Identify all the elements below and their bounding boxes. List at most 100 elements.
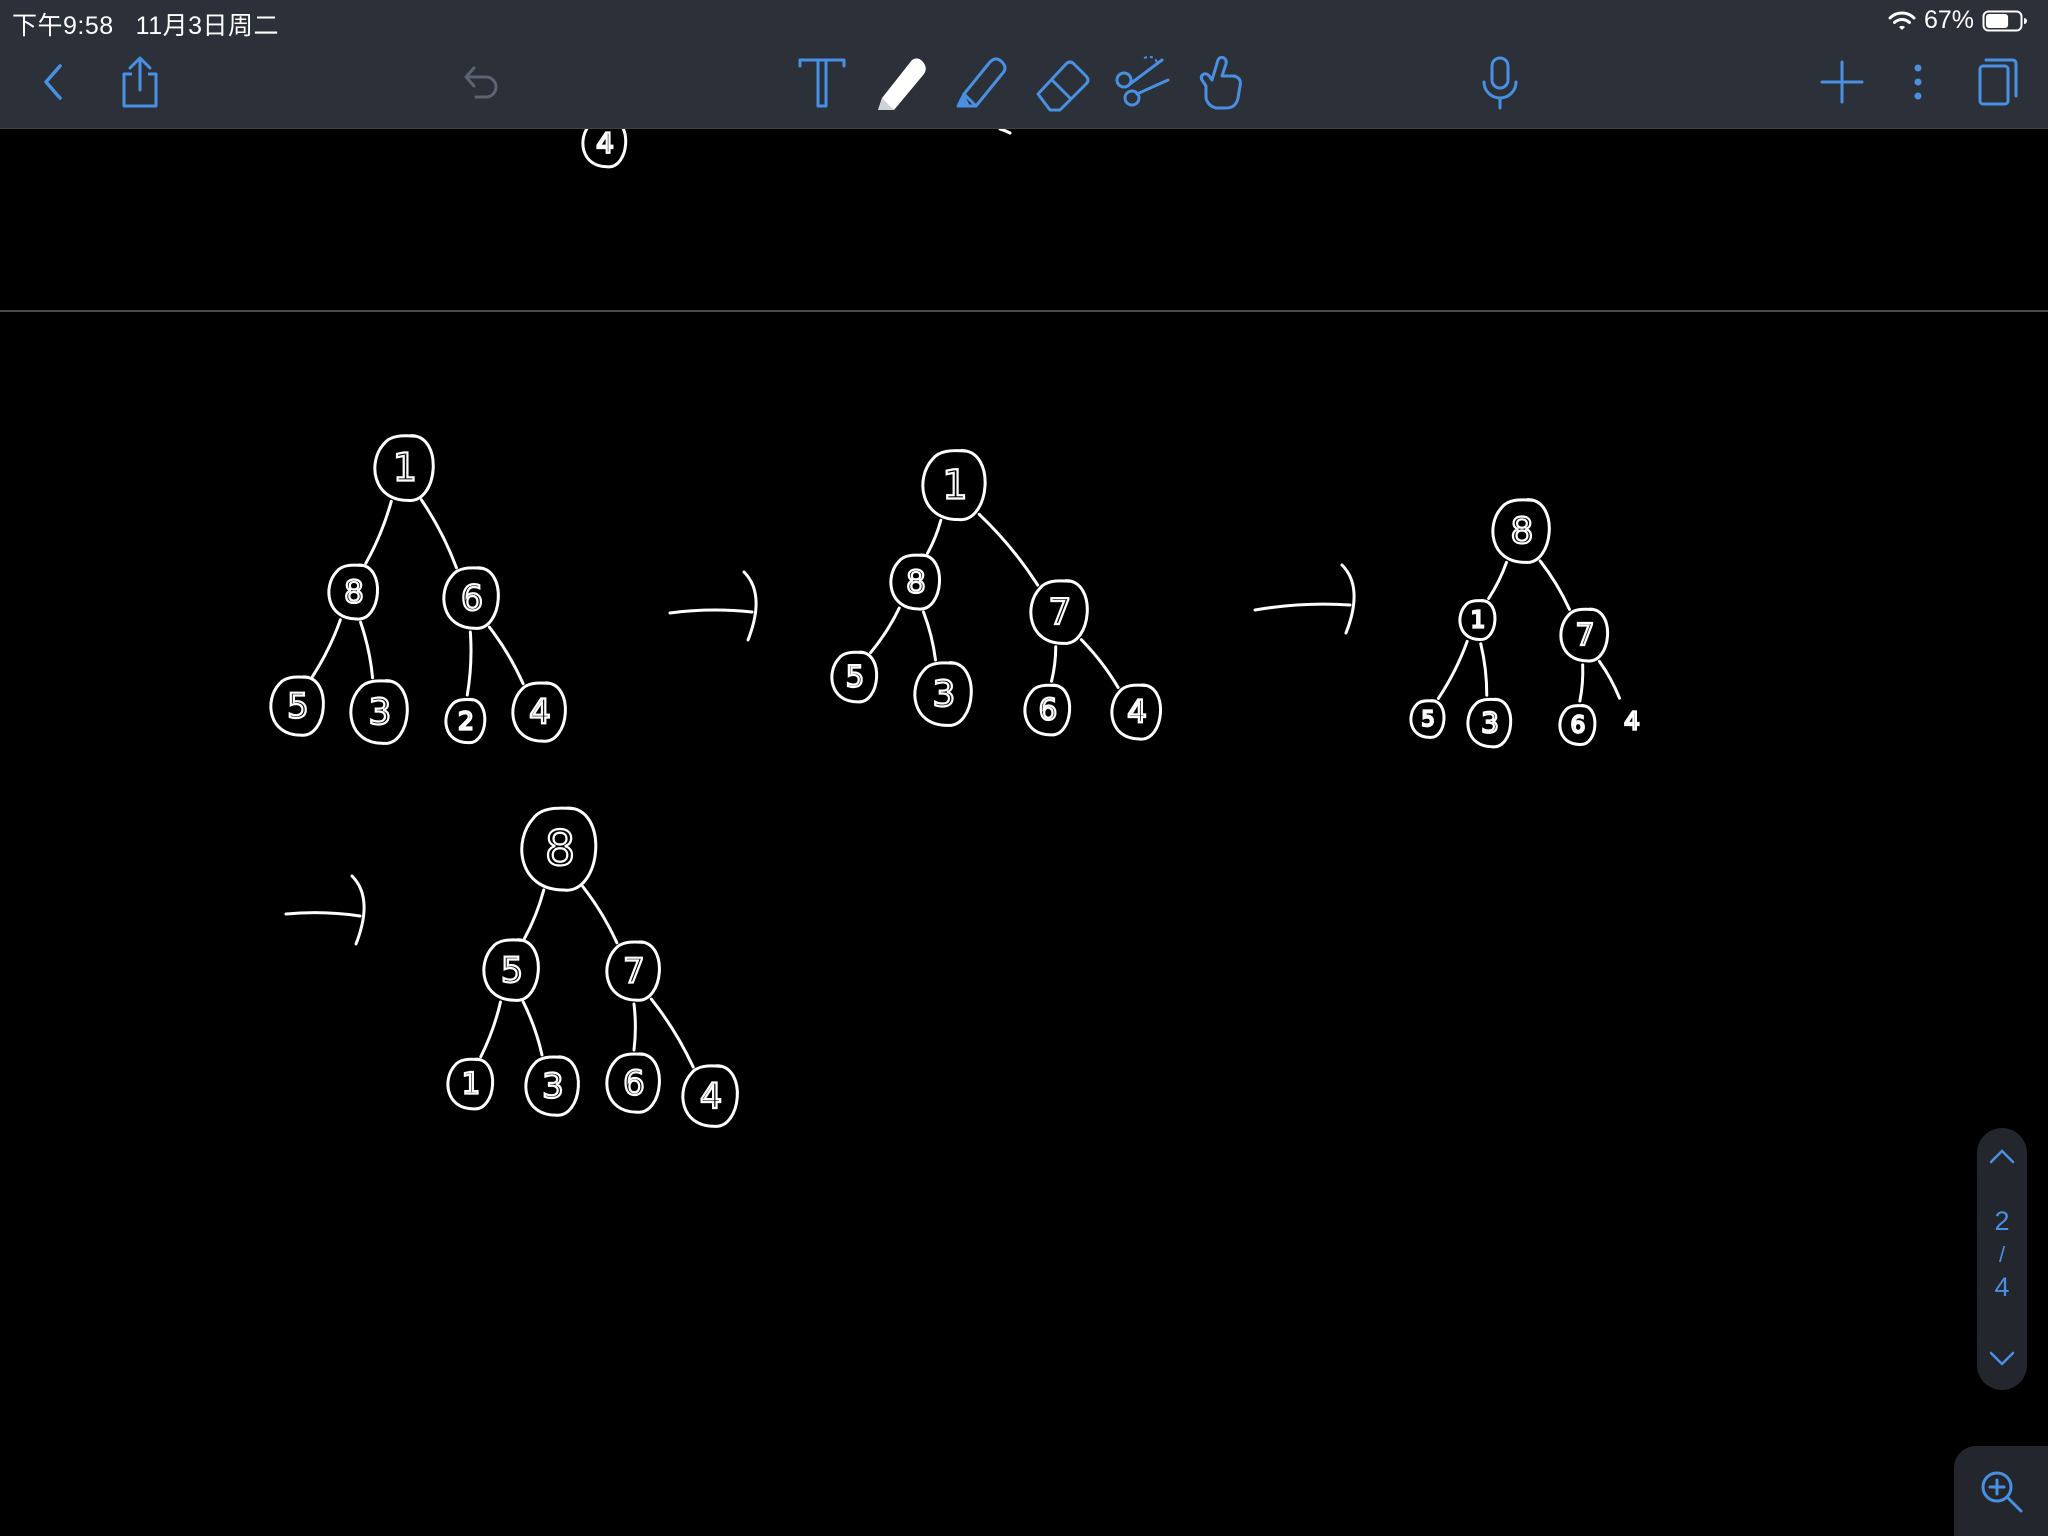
ink-edge-tree_1 [419,498,458,570]
ink-node-tree_2-0: 1 [921,448,987,522]
svg-text:6: 6 [461,579,483,619]
svg-text:6: 6 [623,1063,645,1103]
page-view-icon [1978,58,2018,106]
ink-node-tree_3-6: 4 [1623,705,1641,736]
lasso-scissors-icon [1115,55,1170,107]
lasso-tool-button[interactable] [1110,50,1174,114]
hand-tool-button[interactable] [1188,50,1252,114]
ink-stroke-partial [998,129,1012,135]
ink-edge-tree_2 [869,606,901,655]
ink-edge-tree_2 [1050,645,1058,683]
svg-text:4: 4 [1127,695,1147,731]
svg-text:8: 8 [545,821,576,877]
highlighter-tool-icon [956,57,1007,108]
ink-edge-tree_3 [1436,639,1469,700]
svg-text:2: 2 [458,706,474,735]
microphone-button[interactable] [1468,50,1532,114]
ink-node-tree_4-0: 8 [520,806,598,892]
ink-node-tree_2-2: 7 [1029,579,1089,645]
ink-node-tree_1-4: 3 [349,679,409,745]
svg-text:5: 5 [846,660,864,694]
add-page-icon [1820,60,1864,104]
ink-edge-tree_1 [465,630,473,697]
ink-node-tree_1-1: 8 [327,563,380,621]
ink-node-tree_3-4: 3 [1466,697,1513,749]
ink-edge-tree_2 [922,610,938,662]
svg-text:7: 7 [1049,592,1072,633]
page-indicator: 2 / 4 [1977,1128,2027,1390]
hand-pointer-icon [1199,55,1242,110]
status-left: 下午9:58 11月3日周二 [12,6,279,42]
ink-node-tree_4-4: 3 [524,1055,580,1117]
status-date: 11月3日周二 [135,12,280,40]
highlighter-tool-button[interactable] [950,50,1014,114]
ink-arrow-1-head [742,570,758,642]
undo-button[interactable] [450,50,514,114]
zoom-in-icon [1981,1471,2023,1513]
ink-edge-tree_3 [1487,560,1508,600]
ink-node-tree_4-1: 5 [482,938,540,1002]
ink-node-tree_3-1: 1 [1458,599,1497,641]
ink-edge-tree_4 [632,1002,637,1052]
chevron-down-icon [1989,1351,2015,1366]
text-tool-button[interactable] [790,50,854,114]
ink-node-tree_4-5: 6 [605,1052,661,1114]
ink-node-partial: 4 [581,129,628,169]
svg-text:7: 7 [623,951,645,991]
battery-icon [1982,9,2028,33]
status-bar: 下午9:58 11月3日周二 67% [0,0,2048,40]
undo-icon [464,66,498,99]
ink-node-tree_2-5: 6 [1023,683,1072,737]
eraser-tool-icon [1036,60,1090,112]
share-button[interactable] [108,50,172,114]
ink-edge-tree_4 [523,888,546,940]
microphone-icon [1482,56,1518,110]
svg-text:6: 6 [1039,693,1057,727]
page-total: 4 [1994,1272,2010,1302]
text-tool-icon [798,58,846,108]
svg-text:3: 3 [369,692,392,733]
pen-tool-icon [878,58,926,110]
more-button[interactable] [1886,50,1950,114]
svg-text:5: 5 [1421,707,1434,731]
ink-node-tree_1-0: 1 [373,434,435,502]
svg-text:8: 8 [344,575,364,611]
ink-edge-tree_4 [521,1000,544,1057]
page-current: 2 [1994,1206,2010,1236]
svg-text:1: 1 [942,462,967,508]
more-icon [1914,64,1922,100]
ink-edge-tree_1 [359,620,375,680]
ink-edge-tree_2 [977,512,1040,587]
ink-node-tree_3-2: 7 [1559,607,1610,663]
svg-text:4: 4 [529,692,551,732]
battery-percent: 67% [1923,6,1974,34]
ink-edge-tree_4 [649,997,695,1069]
eraser-tool-button[interactable] [1030,50,1094,114]
toolbar [0,40,2048,129]
ink-edge-tree_4 [581,885,619,945]
ink-edge-tree_1 [311,618,342,678]
ink-arrow-2-head [1340,563,1356,635]
svg-text:3: 3 [542,1066,564,1106]
zoom-button[interactable] [1954,1446,2048,1536]
back-button[interactable] [22,50,86,114]
page-up-button[interactable] [1977,1136,2027,1176]
ink-edge-tree_2 [926,518,943,555]
svg-text:6: 6 [1571,713,1586,739]
pen-tool-button[interactable] [868,50,932,114]
ink-node-tree_1-5: 2 [444,697,487,745]
ink-node-tree_4-3: 1 [446,1057,495,1111]
svg-text:3: 3 [933,674,956,715]
page-down-button[interactable] [1977,1338,2027,1378]
ink-node-tree_3-3: 5 [1409,699,1446,739]
status-right: 67% [1888,6,2028,35]
ink-edge-tree_3 [1479,642,1489,697]
svg-text:7: 7 [1575,618,1594,653]
chevron-up-icon [1989,1149,2015,1164]
svg-text:5: 5 [287,686,309,726]
add-page-button[interactable] [1810,50,1874,114]
page-view-button[interactable] [1964,50,2028,114]
ink-edge-tree_4 [479,1000,502,1059]
ink-edge-tree_1 [487,625,525,686]
